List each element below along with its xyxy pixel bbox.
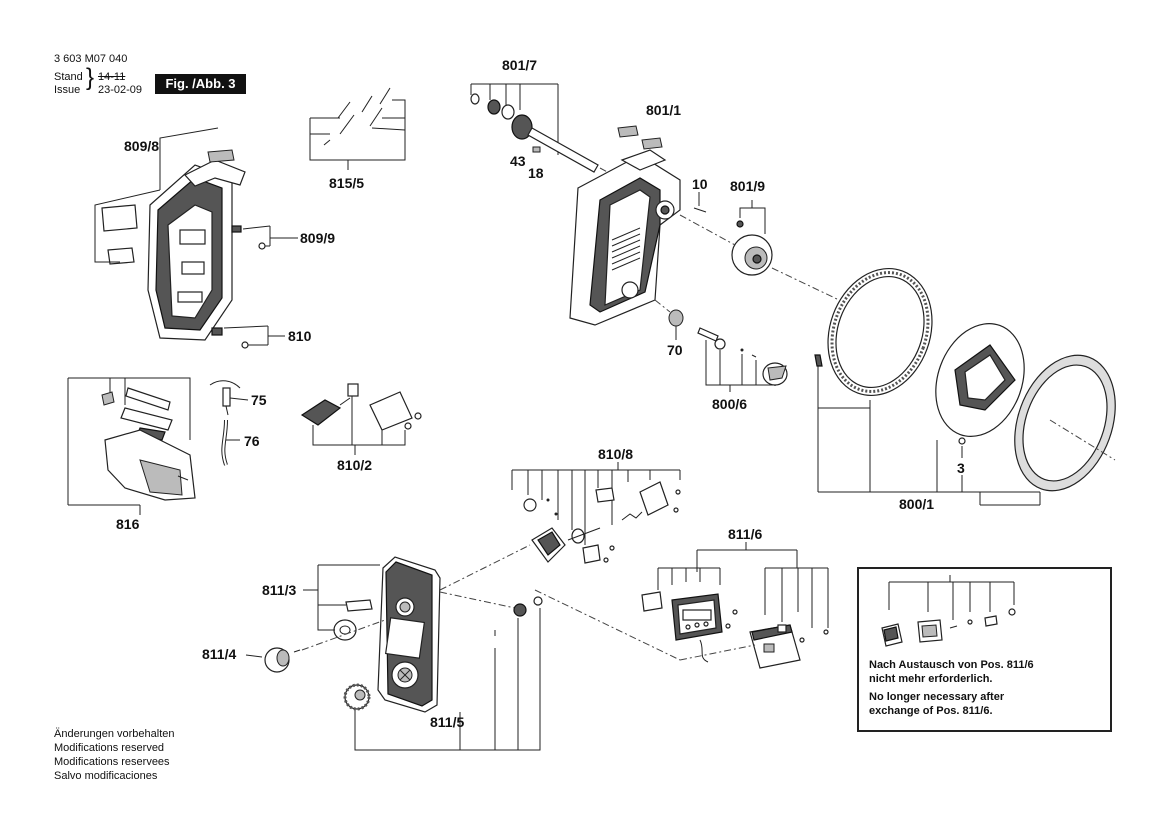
switch-810-2-drawing <box>300 383 422 455</box>
note-english-line2: exchange of Pos. 811/6. <box>869 705 993 717</box>
nozzle-parts-drawing <box>654 299 788 392</box>
notice-spanish: Salvo modificaciones <box>54 770 158 782</box>
cable-75-76-drawing <box>209 380 249 466</box>
note-parts-drawing <box>881 575 1016 647</box>
front-housing-801-1-drawing <box>569 125 681 326</box>
label-801-1: 801/1 <box>646 102 682 118</box>
figure-badge: Fig. /Abb. 3 <box>155 74 246 94</box>
brace-symbol: } <box>86 64 95 91</box>
label-810-8: 810/8 <box>598 446 634 462</box>
knob-811-5-drawing <box>343 596 543 751</box>
note-german-line1: Nach Austausch von Pos. 811/6 <box>869 659 1034 671</box>
stand-label: Stand <box>54 71 83 83</box>
label-811-5: 811/5 <box>430 714 465 730</box>
label-3: 3 <box>957 460 965 476</box>
label-800-1: 800/1 <box>899 496 935 512</box>
label-815-5: 815/5 <box>329 175 365 191</box>
issue-value: 23-02-09 <box>98 84 143 96</box>
housing-back-shell-drawing <box>147 159 246 341</box>
label-10: 10 <box>692 176 708 192</box>
gear-shaft-801-7-drawing <box>470 83 641 191</box>
label-18: 18 <box>528 165 544 181</box>
modifications-notice: Änderungen vorbehalten Modifications res… <box>54 727 174 783</box>
display-module-811-6-drawing <box>534 542 829 669</box>
notice-german: Änderungen vorbehalten <box>54 728 175 740</box>
stand-value: 14-11 <box>98 71 126 83</box>
label-810-2: 810/2 <box>337 457 373 473</box>
pins-815-5-drawing <box>309 87 406 170</box>
label-811-6: 811/6 <box>728 526 763 542</box>
label-800-6: 800/6 <box>712 396 748 412</box>
knob-811-4-drawing <box>245 619 386 673</box>
bracket-800-1-lines <box>814 354 1041 506</box>
notice-french: Modifications reservees <box>54 756 170 768</box>
label-809-8: 809/8 <box>124 138 160 154</box>
label-801-7: 801/7 <box>502 57 538 73</box>
clip-screw-809-9-drawing <box>231 225 298 250</box>
label-75: 75 <box>251 392 267 408</box>
label-76: 76 <box>244 433 260 449</box>
clip-screw-810-drawing <box>211 325 285 349</box>
clip-816-drawing <box>67 377 196 515</box>
screw-10-drawing <box>693 192 707 213</box>
bearing-801-9-drawing <box>679 200 861 311</box>
document-number: 3 603 M07 040 <box>54 53 128 65</box>
front-cover-drawing <box>935 323 1025 445</box>
label-816: 816 <box>116 516 140 532</box>
label-801-9: 801/9 <box>730 178 766 194</box>
seal-ring-drawing <box>827 267 933 397</box>
control-module-810-8-drawing <box>439 462 681 591</box>
label-43: 43 <box>510 153 526 169</box>
label-811-4: 811/4 <box>202 646 237 662</box>
label-plates-drawing <box>94 127 235 265</box>
perforated-mesh-ring-drawing <box>1014 354 1116 492</box>
note-german-line2: nicht mehr erforderlich. <box>869 673 993 685</box>
notice-english: Modifications reserved <box>54 742 165 754</box>
label-811-3: 811/3 <box>262 582 297 598</box>
label-70: 70 <box>667 342 683 358</box>
label-809-9: 809/9 <box>300 230 336 246</box>
issue-label: Issue <box>54 84 81 96</box>
replacement-note-box: Nach Austausch von Pos. 811/6 nicht mehr… <box>857 567 1112 732</box>
label-810: 810 <box>288 328 312 344</box>
note-english-line1: No longer necessary after <box>869 691 1005 703</box>
control-panel-811-3-drawing <box>303 556 516 713</box>
